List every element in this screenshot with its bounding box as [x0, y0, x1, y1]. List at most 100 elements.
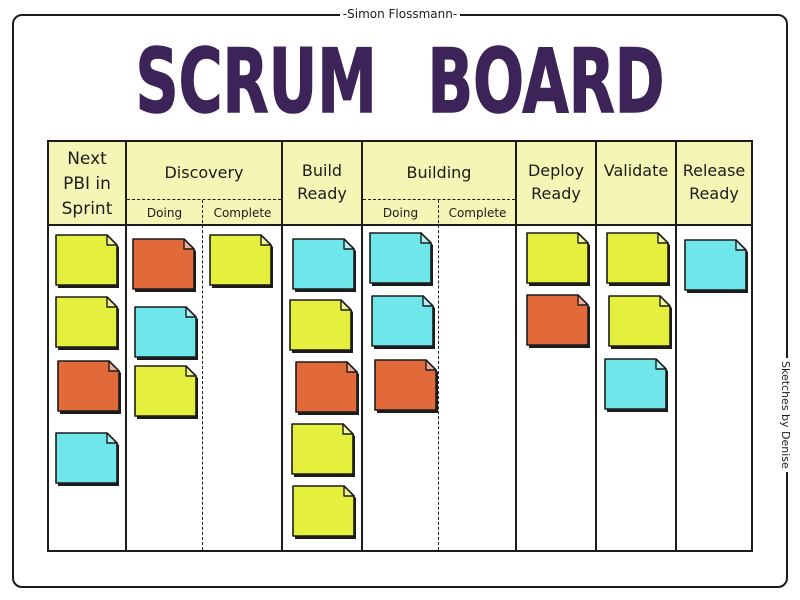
yellow-sticky-note	[292, 485, 356, 539]
column-header-line: Validate	[603, 161, 669, 180]
subheader-building-doing: Doing	[382, 205, 419, 220]
lane-next-pbi-in-sprint	[49, 226, 125, 550]
sticky-note-body	[374, 359, 437, 411]
yellow-sticky-note	[606, 232, 670, 286]
lane-building-doing	[363, 226, 438, 550]
column-header-line: Build	[301, 161, 343, 180]
sticky-note-fold	[577, 232, 589, 244]
sticky-note-fold	[346, 361, 358, 373]
column-header-line: Ready	[297, 184, 347, 203]
sticky-note-body	[369, 232, 432, 284]
sticky-note-fold	[657, 232, 669, 244]
column-header-line: PBI in	[63, 174, 111, 194]
column-header-line: Ready	[531, 184, 581, 203]
column-header-line: Building	[406, 163, 472, 182]
lane-release-ready	[677, 226, 751, 550]
lane-build-ready	[283, 226, 361, 550]
sticky-note-fold	[108, 360, 120, 372]
sticky-note-fold	[422, 295, 434, 307]
yellow-sticky-note	[526, 232, 590, 286]
lane-discovery-complete	[204, 226, 281, 550]
header-divider	[49, 224, 751, 226]
sticky-note-fold	[425, 359, 437, 371]
sticky-note-fold	[185, 306, 197, 318]
sticky-note-body	[134, 306, 197, 358]
column-divider	[515, 142, 517, 550]
yellow-sticky-note	[55, 234, 119, 288]
author-credit-text: -Simon Flossmann-	[339, 7, 461, 21]
cyan-sticky-note	[134, 306, 198, 360]
sticky-note-fold	[106, 432, 118, 444]
orange-sticky-note	[57, 360, 121, 414]
orange-sticky-note	[132, 238, 196, 292]
column-header-line: Deploy	[527, 161, 585, 180]
lane-building-complete	[440, 226, 515, 550]
sticky-note-body	[604, 358, 667, 410]
sticky-note-body	[684, 239, 747, 291]
column-header-line: Next	[67, 149, 107, 169]
sticky-note-fold	[659, 295, 671, 307]
column-divider	[595, 142, 597, 550]
sticky-note-fold	[735, 239, 747, 251]
column-header-line: Release	[682, 161, 746, 180]
sticky-note-body	[606, 232, 669, 284]
orange-sticky-note	[526, 294, 590, 348]
cyan-sticky-note	[371, 295, 435, 349]
orange-sticky-note	[295, 361, 359, 415]
header-band	[49, 142, 751, 224]
column-header-discovery: Discovery	[127, 142, 281, 199]
building-lane-divider	[438, 200, 439, 550]
lane-discovery-doing	[127, 226, 202, 550]
subheader-building-complete: Complete	[448, 205, 507, 220]
sticky-note-fold	[577, 294, 589, 306]
sticky-note-fold	[183, 238, 195, 250]
yellow-sticky-note	[291, 423, 355, 477]
sticky-note-fold	[655, 358, 667, 370]
orange-sticky-note	[374, 359, 438, 413]
page-title: SCRUM BOARD	[135, 30, 665, 133]
illustrator-credit-text: Sketches by Denise	[779, 358, 792, 472]
sticky-note-body	[526, 232, 589, 284]
sticky-note-body	[295, 361, 358, 413]
column-header-release-ready: Release Ready	[677, 142, 751, 224]
discovery-subheader-divider	[127, 199, 281, 200]
yellow-sticky-note	[289, 299, 353, 353]
sticky-note-fold	[260, 234, 272, 246]
subheader-discovery-doing: Doing	[146, 205, 183, 220]
yellow-sticky-note	[209, 234, 273, 288]
cyan-sticky-note	[292, 238, 356, 292]
sticky-note-body	[292, 485, 355, 537]
column-divider	[675, 142, 677, 550]
sticky-note-fold	[340, 299, 352, 311]
sticky-note-fold	[106, 234, 118, 246]
sticky-note-fold	[420, 232, 432, 244]
sticky-note-body	[289, 299, 352, 351]
column-header-build-ready: Build Ready	[283, 142, 361, 224]
sticky-note-fold	[185, 365, 197, 377]
yellow-sticky-note	[134, 365, 198, 419]
column-header-line: Sprint	[61, 199, 113, 219]
sticky-note-fold	[343, 238, 355, 250]
column-header-line: Discovery	[164, 163, 244, 182]
cyan-sticky-note	[604, 358, 668, 412]
column-divider	[281, 142, 283, 550]
author-credit: -Simon Flossmann-	[0, 6, 800, 22]
scrum-board: Next PBI in Sprint Discovery Doing Compl…	[47, 140, 753, 552]
sticky-note-body	[55, 432, 118, 484]
yellow-sticky-note	[55, 296, 119, 350]
column-header-line: Ready	[689, 184, 739, 203]
sticky-note-body	[55, 296, 118, 348]
discovery-lane-divider	[202, 200, 203, 550]
sticky-note-body	[134, 365, 197, 417]
column-divider	[361, 142, 363, 550]
lane-deploy-ready	[517, 226, 595, 550]
yellow-sticky-note	[608, 295, 672, 349]
column-header-deploy-ready: Deploy Ready	[517, 142, 595, 224]
illustrator-credit: Sketches by Denise	[778, 345, 792, 485]
column-header-building: Building	[363, 142, 515, 199]
building-subheader-divider	[363, 199, 515, 200]
sticky-note-fold	[342, 423, 354, 435]
sticky-note-body	[526, 294, 589, 346]
cyan-sticky-note	[55, 432, 119, 486]
